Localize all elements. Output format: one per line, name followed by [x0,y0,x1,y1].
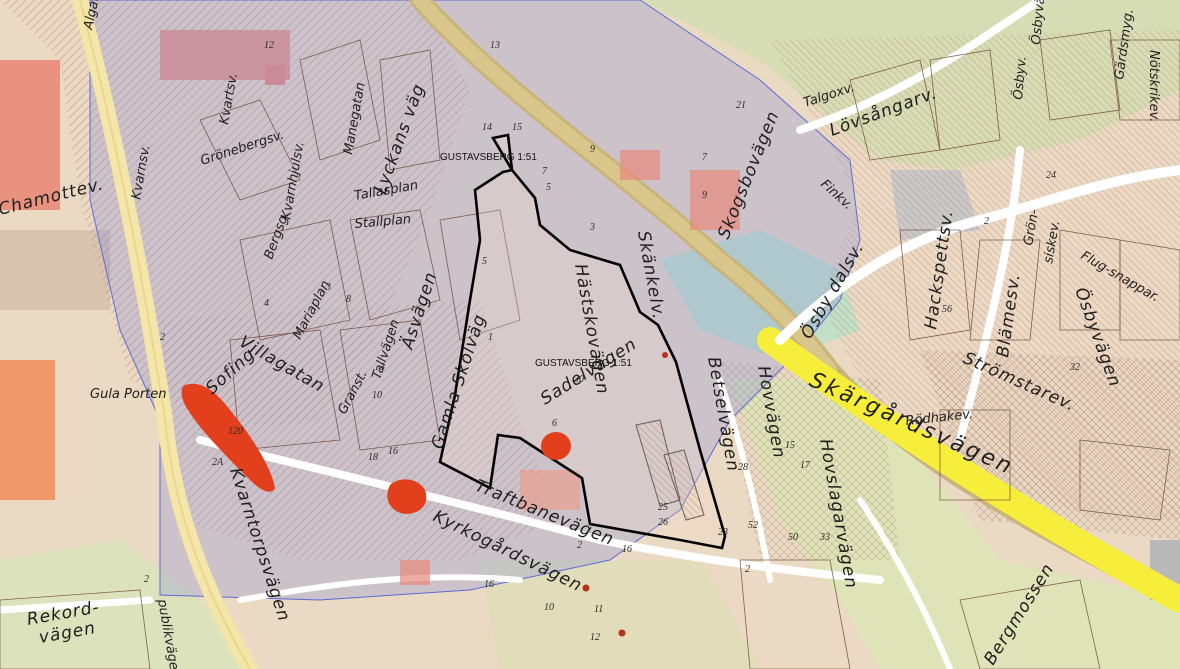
house-number: 32 [1069,362,1080,373]
house-number: 15 [785,440,795,451]
house-number: 12 [590,632,600,643]
house-number: 2A [212,457,224,468]
house-number: 7 [542,166,548,177]
house-number: 28 [738,462,748,473]
parcel-lines [0,29,1180,669]
hatched-lots [400,150,740,585]
house-number: 1 [488,332,493,343]
house-number: 16 [388,446,398,457]
house-numbers: 13 15 2 12 5 7 3 9 16 25 26 23 52 50 33 … [144,40,1080,643]
house-number: 10 [372,390,382,401]
house-number: 4 [264,298,269,309]
house-number: 26 [658,517,668,528]
house-number: 13 [490,40,500,51]
street-label: Rödhakev. [905,407,974,429]
street-label: Nötskrikev. [1146,50,1161,122]
house-number: 6 [552,418,557,429]
house-number: 5 [482,256,487,267]
house-number: 33 [819,532,830,543]
street-label: Ösbyvägen [1027,0,1050,45]
house-number: 9 [702,190,707,201]
house-number: 25 [658,502,668,513]
risk-areas [181,352,668,637]
house-number: 9 [590,144,595,155]
house-number: 11 [594,604,603,615]
house-number: 16 [484,579,494,590]
house-number: 52 [748,520,758,531]
house-number: 21 [736,100,746,111]
house-number: 2 [160,332,165,343]
house-number: 2 [745,564,750,575]
house-number: 17 [800,460,811,471]
street-label: Grön- [1021,208,1042,247]
house-number: 18 [368,452,378,463]
house-number: 2 [144,574,149,585]
property-label-center: GUSTAVSBERG 1:51 [535,358,632,369]
house-number: 3 [379,362,385,373]
street-label: Stallplan [354,212,412,232]
house-number: 3 [325,282,331,293]
street-label: Ösbyv. [1009,55,1030,100]
house-number: 3 [589,222,595,233]
house-number: 24 [1046,170,1056,181]
street-label: siskev. [1041,219,1063,264]
house-number: 14 [482,122,492,133]
house-number: 56 [942,304,952,315]
street-label: Gula Porten [90,387,167,402]
house-number: 30 [573,374,584,385]
property-label-north: GUSTAVSBERG 1:51 [440,152,537,163]
house-number: 12 [264,40,274,51]
house-number: 2 [577,540,582,551]
house-number: 5 [546,182,551,193]
house-number: 50 [788,532,798,543]
house-number: 16 [622,544,632,555]
house-number: 8 [346,294,351,305]
house-number: 120 [228,426,243,437]
house-number: 10 [544,602,554,613]
house-number: 2 [984,216,989,227]
house-number: 7 [702,152,708,163]
property-boundary [438,133,727,550]
house-number: 23 [718,527,728,538]
property-labels: GUSTAVSBERG 1:51 GUSTAVSBERG 1:51 [440,152,632,369]
house-number: 15 [512,122,522,133]
